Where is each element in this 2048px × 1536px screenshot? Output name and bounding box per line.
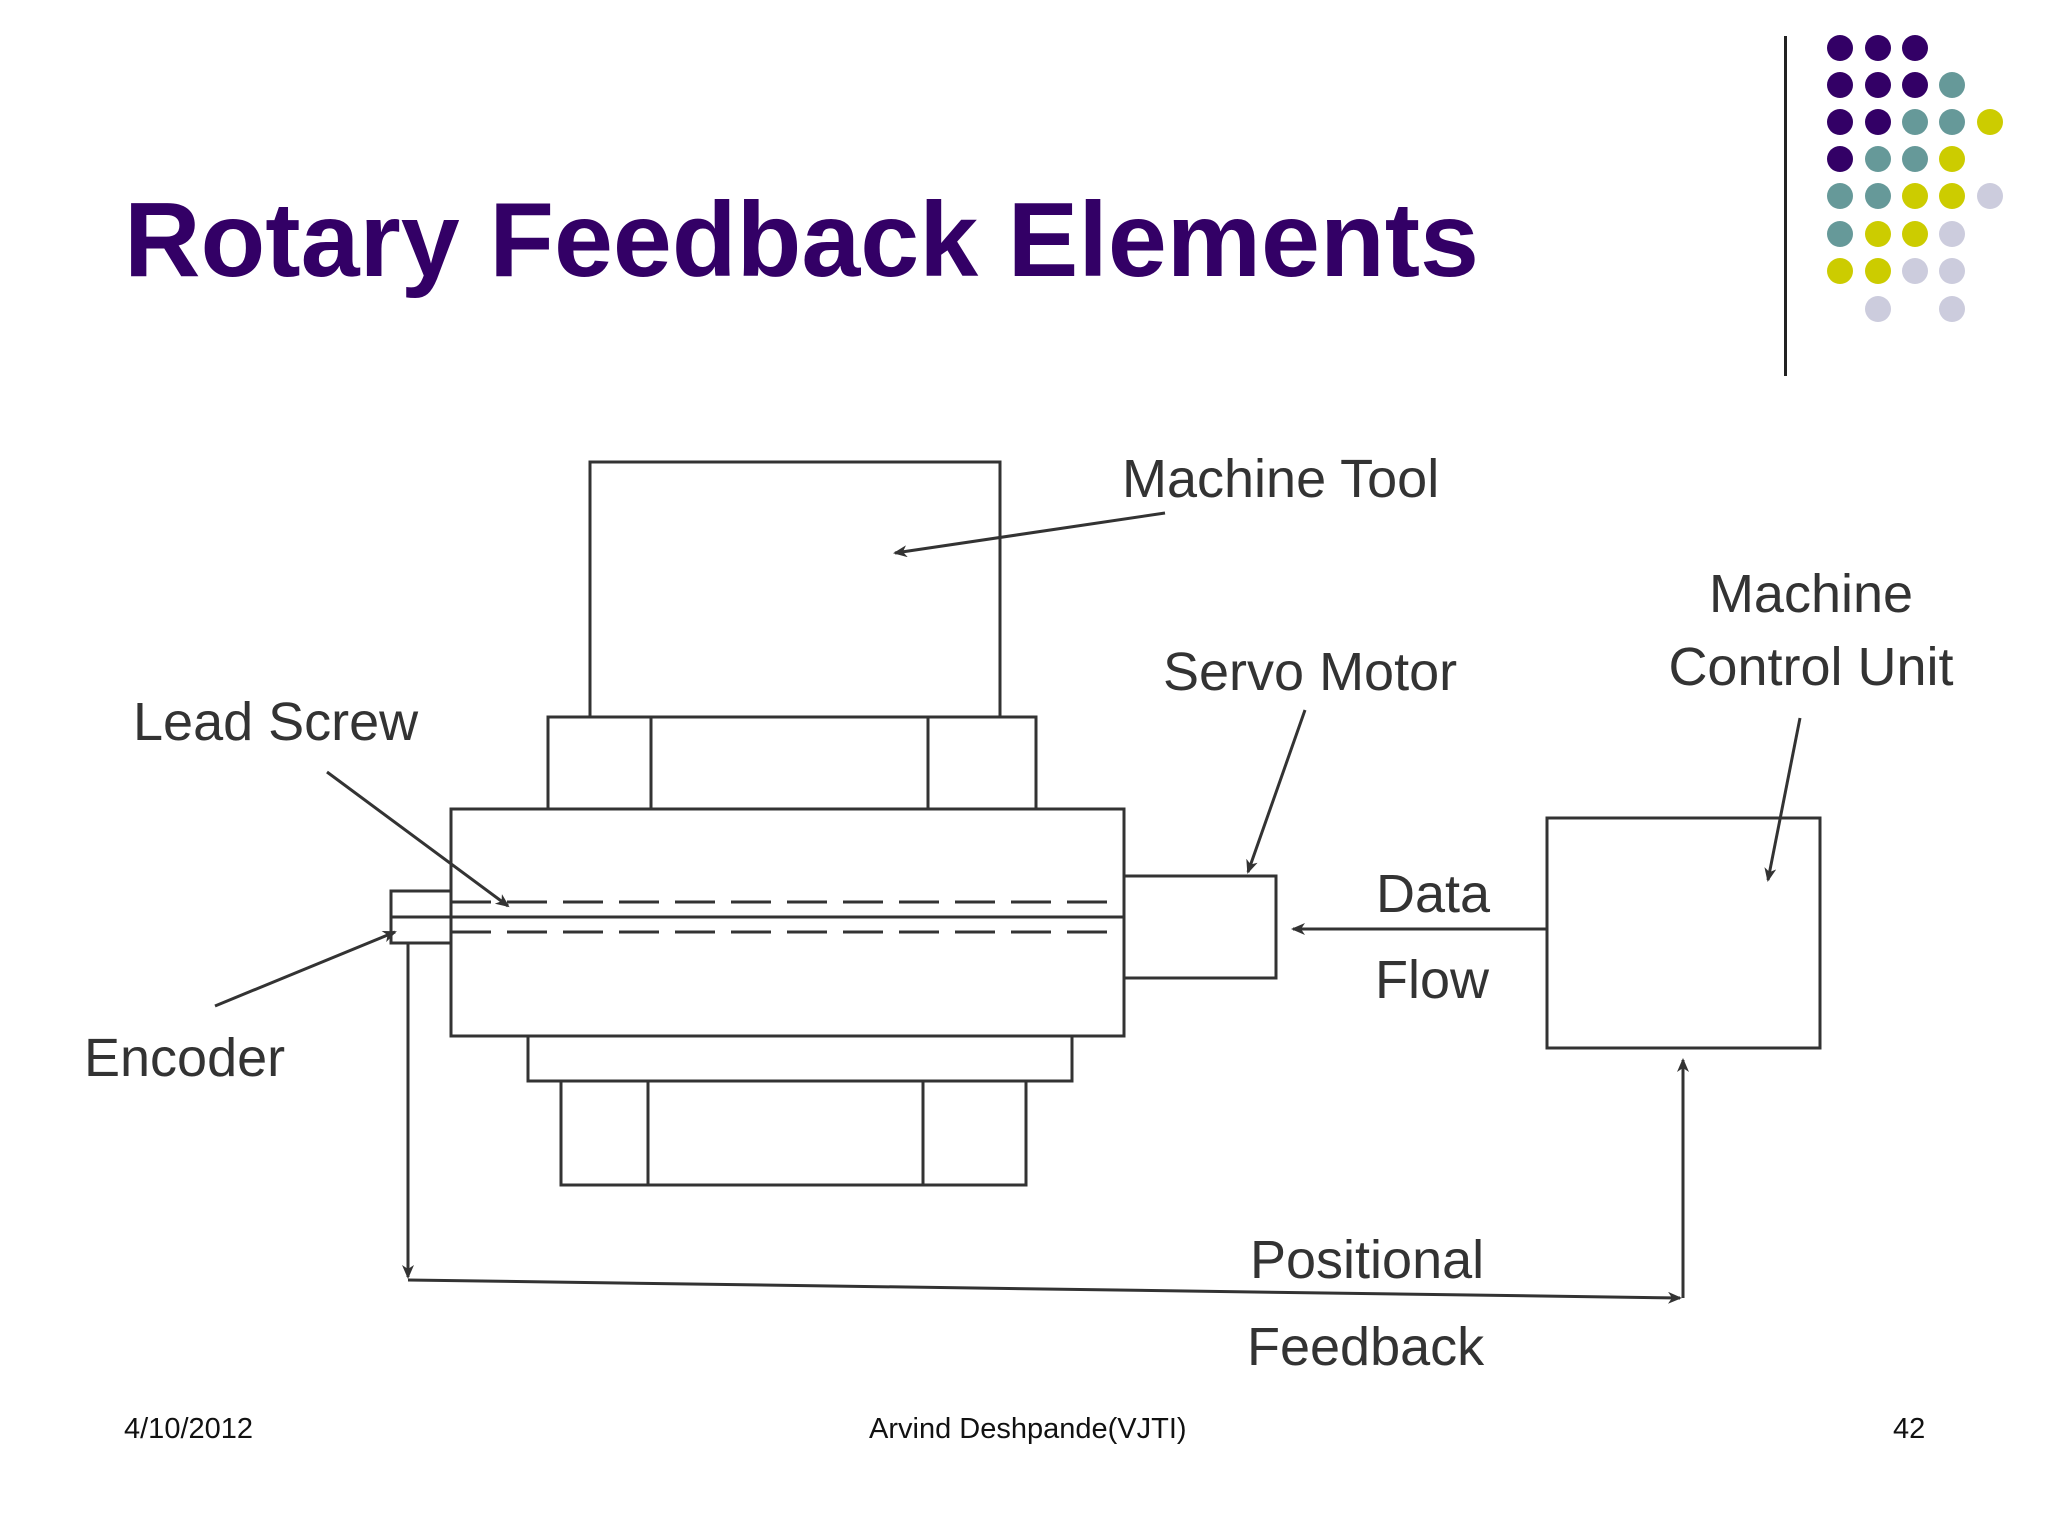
label-feedback: Feedback xyxy=(1247,1317,1485,1377)
label-control-unit: Control Unit xyxy=(1668,637,1953,697)
main-table xyxy=(449,807,1126,1038)
servo-motor-box xyxy=(1122,874,1278,980)
upper-carriage xyxy=(546,715,1038,811)
decorative-dot-grid xyxy=(1827,35,2003,322)
positional-feedback-line xyxy=(407,1278,1682,1304)
encoder-pointer xyxy=(214,930,397,1008)
label-servo-motor: Servo Motor xyxy=(1163,642,1457,702)
label-machine-tool: Machine Tool xyxy=(1122,449,1439,509)
servo-motor-pointer xyxy=(1246,709,1307,874)
label-machine: Machine xyxy=(1709,564,1913,624)
machine-control-unit-box xyxy=(1545,816,1822,1050)
dot-pattern xyxy=(1827,35,2003,322)
lead-screw xyxy=(391,900,1124,934)
title-divider-line xyxy=(1784,36,1787,376)
footer-date: 4/10/2012 xyxy=(124,1413,254,1445)
slide-title: Rotary Feedback Elements xyxy=(124,181,1479,299)
machine-tool-pointer xyxy=(893,511,1166,558)
lead-screw-pointer xyxy=(326,770,510,908)
label-data: Data xyxy=(1376,864,1491,924)
machine-tool-box xyxy=(588,460,1002,719)
control-unit-pointer xyxy=(1764,717,1802,882)
footer-page-number: 42 xyxy=(1893,1413,1926,1445)
label-lead-screw: Lead Screw xyxy=(133,692,419,752)
lower-plate xyxy=(526,1034,1074,1083)
footer-author: Arvind Deshpande(VJTI) xyxy=(869,1413,1187,1445)
label-encoder: Encoder xyxy=(84,1028,285,1088)
label-flow: Flow xyxy=(1375,950,1490,1010)
label-positional: Positional xyxy=(1250,1230,1484,1290)
base-block xyxy=(559,1079,1028,1187)
